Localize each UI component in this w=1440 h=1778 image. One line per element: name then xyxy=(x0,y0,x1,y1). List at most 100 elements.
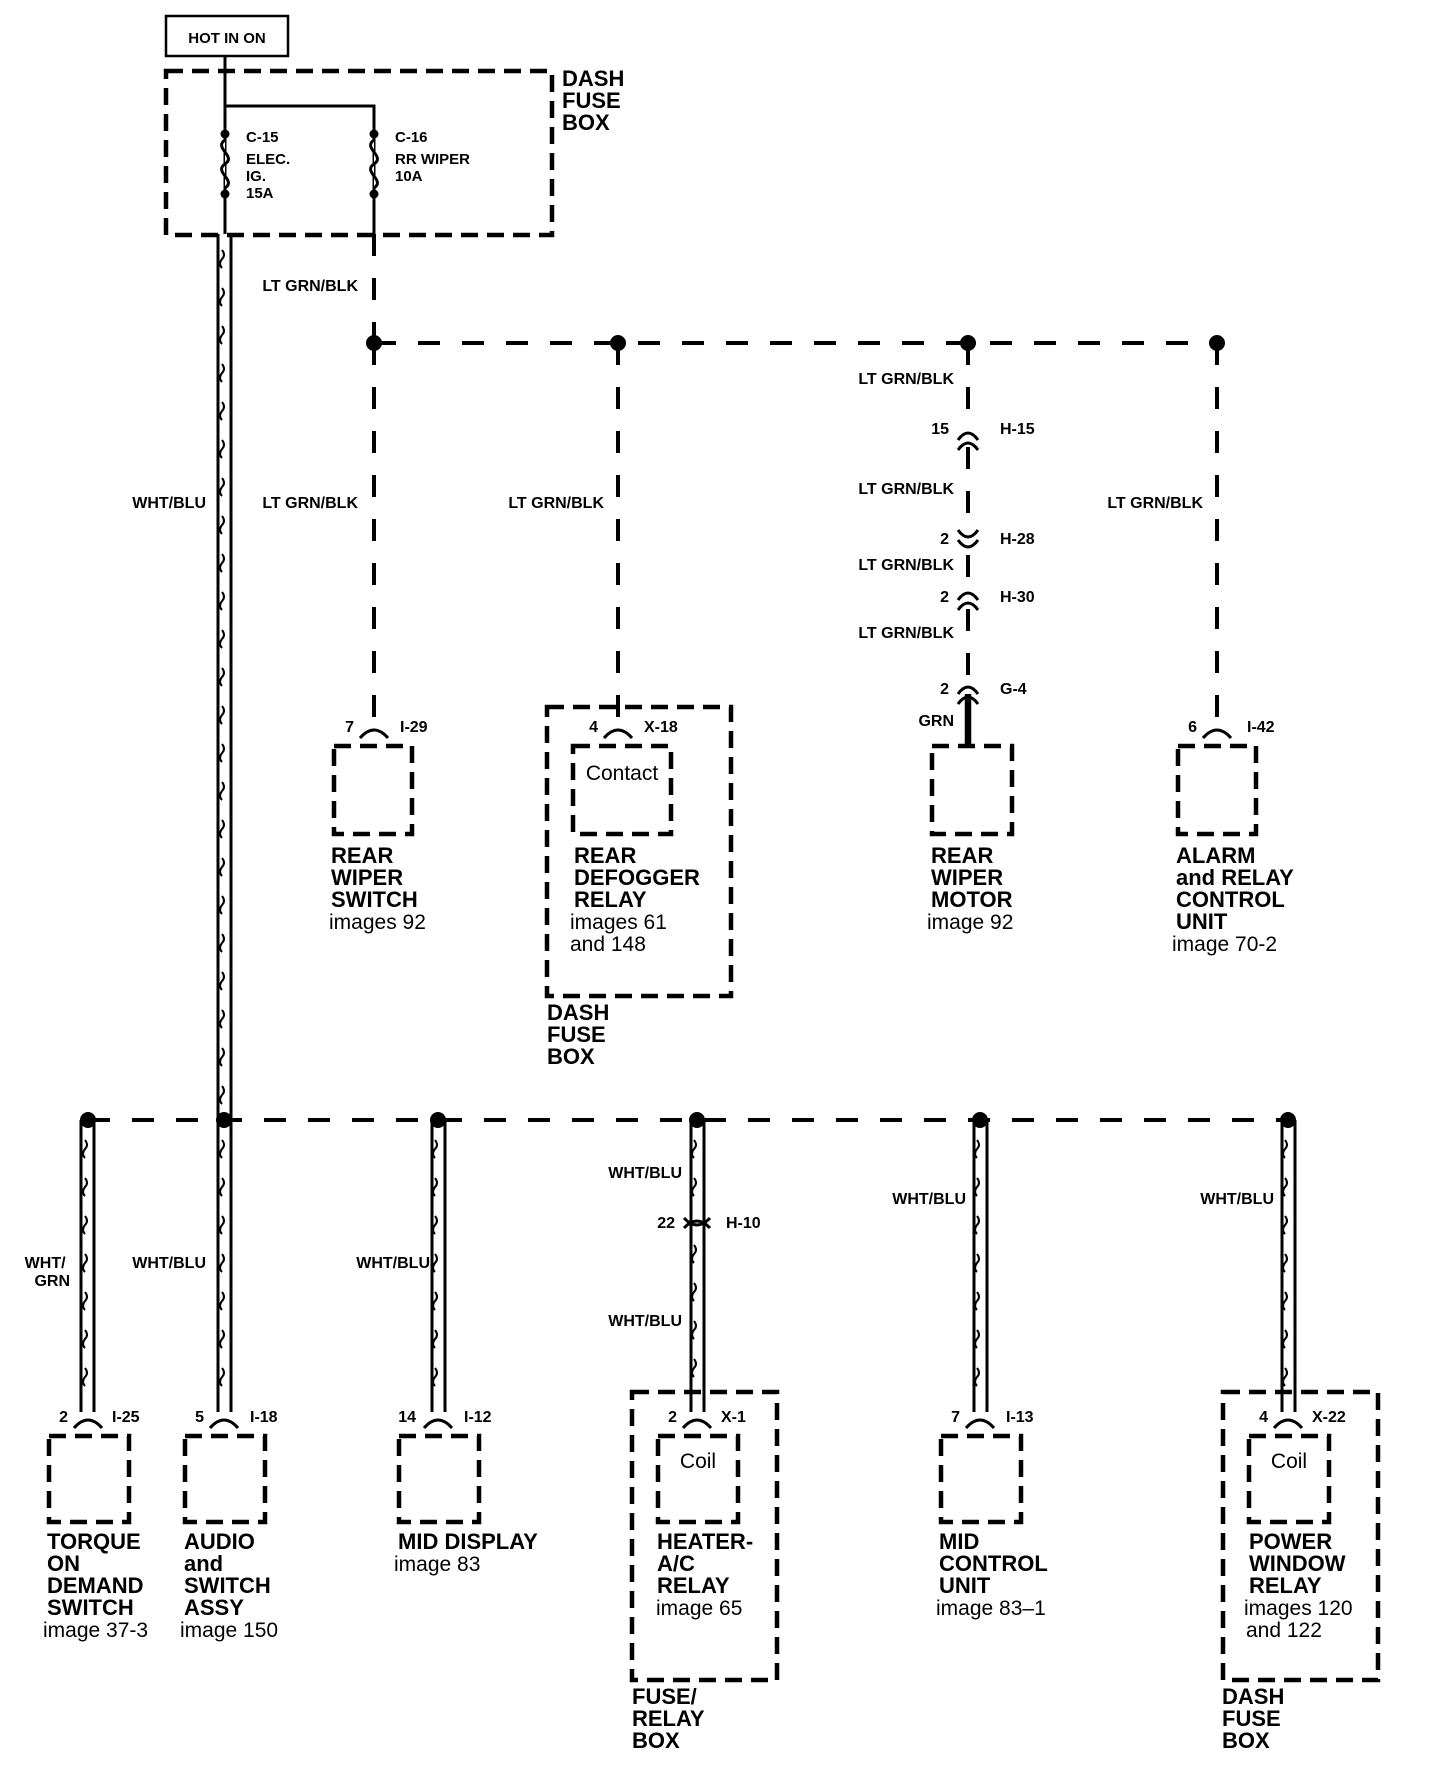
wire-label-lt-grn-blk: LT GRN/BLK xyxy=(858,625,954,642)
twisted-wire-mark xyxy=(82,1215,88,1235)
twisted-wire-mark xyxy=(691,1139,697,1159)
twisted-wire-mark xyxy=(691,1177,697,1197)
heater-ac-relay: 2 X-1 Coil HEATER- A/C RELAY image 65 FU… xyxy=(629,1389,780,1753)
wire-label-lt-grn-blk: LT GRN/BLK xyxy=(262,495,358,512)
wire-label-lt-grn-blk: LT GRN/BLK xyxy=(508,495,604,512)
twisted-wire-mark xyxy=(219,363,225,383)
svg-text:H-10: H-10 xyxy=(726,1215,761,1232)
dash-fuse-box-label: DASH FUSE BOX xyxy=(547,1000,615,1069)
wire-label-wht-blu: WHT/BLU xyxy=(608,1313,682,1330)
twisted-wire-mark xyxy=(219,1215,225,1235)
twisted-wire-mark xyxy=(219,1139,225,1159)
connector-id: X-18 xyxy=(644,719,678,736)
twisted-wire-mark xyxy=(219,515,225,535)
component-name: REAR WIPER SWITCH xyxy=(331,843,418,912)
twisted-wire-mark xyxy=(1282,1139,1288,1159)
wire-label-lt-grn-blk: LT GRN/BLK xyxy=(262,278,358,295)
upper-wiring xyxy=(366,234,1225,748)
svg-text:H-15: H-15 xyxy=(1000,421,1035,438)
svg-text:G-4: G-4 xyxy=(1000,681,1027,698)
connector-id: I-25 xyxy=(112,1409,140,1426)
twisted-wire-mark xyxy=(219,1367,225,1387)
relay-coil-label: Coil xyxy=(680,1450,716,1473)
power-window-relay: 4 X-22 Coil POWER WINDOW RELAY images 12… xyxy=(1220,1389,1381,1753)
connector-h10: 22 H-10 xyxy=(657,1215,761,1232)
component-ref: images 92 xyxy=(329,911,426,934)
connector-id: I-13 xyxy=(1006,1409,1034,1426)
twisted-wire-mark xyxy=(219,477,225,497)
twisted-wire-mark xyxy=(432,1253,438,1273)
wire-label-lt-grn-blk: LT GRN/BLK xyxy=(1107,495,1203,512)
twisted-wire-mark xyxy=(219,1177,225,1197)
connector-h15: 15 H-15 xyxy=(931,421,1035,451)
mid-display: 14 I-12 MID DISPLAY image 83 xyxy=(394,1409,538,1576)
twisted-wire-mark xyxy=(219,1329,225,1349)
torque-on-demand-switch: 2 I-25 TORQUE ON DEMAND SWITCH image 37-… xyxy=(43,1409,150,1642)
twisted-wire-mark xyxy=(432,1367,438,1387)
pin-number: 7 xyxy=(345,719,354,736)
svg-text:15: 15 xyxy=(931,421,949,438)
connector-id: I-29 xyxy=(400,719,428,736)
twisted-wire-mark xyxy=(219,629,225,649)
component-name: POWER WINDOW RELAY xyxy=(1249,1529,1352,1598)
fuse-c15-label: C-15 ELEC. IG. 15A xyxy=(246,129,294,202)
twisted-wire-mark xyxy=(219,705,225,725)
dash-fuse-box-title: DASH FUSE BOX xyxy=(562,66,630,135)
twisted-wire-mark xyxy=(219,591,225,611)
pin-number: 6 xyxy=(1188,719,1197,736)
fuse-c16-symbol xyxy=(369,129,379,199)
twisted-wire-mark xyxy=(432,1291,438,1311)
twisted-wire-mark xyxy=(219,857,225,877)
twisted-wire-mark xyxy=(974,1291,980,1311)
wire-label-wht-blu: WHT/BLU xyxy=(1200,1191,1274,1208)
component-name: REAR DEFOGGER RELAY xyxy=(574,843,706,912)
fuse-relay-box-label: FUSE/ RELAY BOX xyxy=(632,1684,710,1753)
dash-fuse-box-top: DASH FUSE BOX C-15 ELEC. IG. 15A C-16 RR… xyxy=(163,56,630,238)
twisted-wire-mark xyxy=(219,439,225,459)
pin-number: 2 xyxy=(59,1409,68,1426)
twisted-wire-mark xyxy=(219,933,225,953)
connector-id: X-1 xyxy=(721,1409,746,1426)
wire-label-wht-blu: WHT/BLU xyxy=(132,1255,206,1272)
connector-id: I-42 xyxy=(1247,719,1275,736)
component-ref: image 83–1 xyxy=(936,1597,1046,1620)
component-ref: images 61 and 148 xyxy=(570,911,673,956)
wire-label-wht-blu: WHT/BLU xyxy=(356,1255,430,1272)
svg-text:2: 2 xyxy=(940,531,949,548)
component-ref: image 150 xyxy=(180,1619,278,1642)
twisted-wire-mark xyxy=(219,1085,225,1105)
twisted-wire-mark xyxy=(219,895,225,915)
wire-label-wht-grn: WHT/ GRN xyxy=(25,1255,70,1290)
component-name: TORQUE ON DEMAND SWITCH xyxy=(47,1529,150,1620)
wire-label-wht-blu: WHT/BLU xyxy=(608,1165,682,1182)
twisted-wire-mark xyxy=(219,971,225,991)
component-ref: image 70-2 xyxy=(1172,933,1277,956)
connector-id: I-18 xyxy=(250,1409,278,1426)
twisted-wire-mark xyxy=(974,1329,980,1349)
twisted-wire-mark xyxy=(219,667,225,687)
twisted-wire-mark xyxy=(974,1215,980,1235)
lower-wiring xyxy=(79,234,1297,1412)
component-name: AUDIO and SWITCH ASSY xyxy=(184,1529,277,1620)
wire-label-wht-blu: WHT/BLU xyxy=(892,1191,966,1208)
twisted-wire-mark xyxy=(219,325,225,345)
twisted-wire-mark xyxy=(432,1139,438,1159)
twisted-wire-mark xyxy=(691,1358,697,1378)
rear-wiper-motor: REAR WIPER MOTOR image 92 xyxy=(927,743,1015,934)
wire-label-lt-grn-blk: LT GRN/BLK xyxy=(858,557,954,574)
pin-number: 4 xyxy=(1259,1409,1268,1426)
twisted-wire-mark xyxy=(1282,1215,1288,1235)
hot-in-on-label: HOT IN ON xyxy=(188,30,266,47)
rear-wiper-switch: 7 I-29 REAR WIPER SWITCH images 92 xyxy=(329,719,428,934)
svg-text:22: 22 xyxy=(657,1215,675,1232)
twisted-wire-mark xyxy=(219,401,225,421)
svg-text:H-30: H-30 xyxy=(1000,589,1035,606)
rear-defogger-relay: 4 X-18 Contact REAR DEFOGGER RELAY image… xyxy=(544,704,734,1069)
component-ref: image 92 xyxy=(927,911,1013,934)
component-name: MID CONTROL UNIT xyxy=(939,1529,1054,1598)
twisted-wire-mark xyxy=(974,1367,980,1387)
twisted-wire-mark xyxy=(1282,1291,1288,1311)
twisted-wire-mark xyxy=(82,1329,88,1349)
component-ref: images 120 and 122 xyxy=(1244,1597,1358,1642)
